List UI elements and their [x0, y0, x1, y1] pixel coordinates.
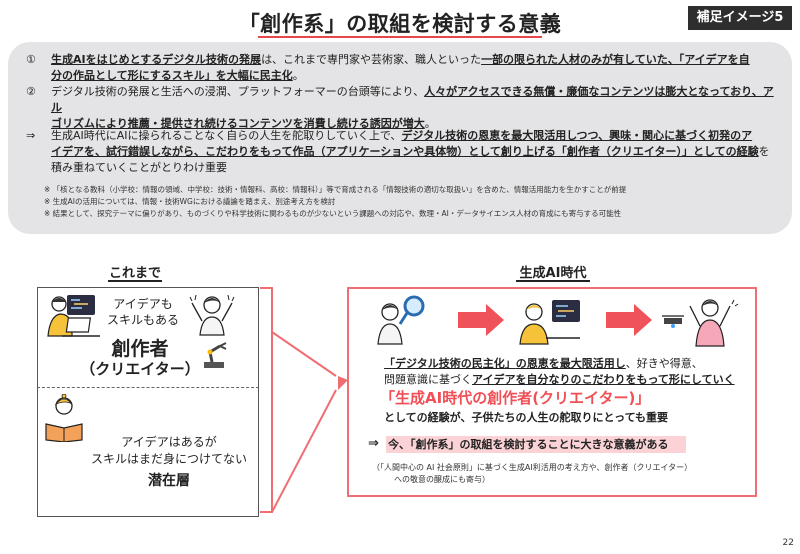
before-box-divider: [37, 387, 259, 388]
conclusion-highlight: 今、「創作系」の取組を検討することに大きな意義がある: [386, 436, 686, 453]
note-1: ※ 「核となる教科（小学校：情報の領域、中学校：技術・情報科、高校：情報科）」等…: [44, 185, 627, 194]
heading-before: これまで: [108, 266, 161, 281]
robot-arm-icon: [204, 342, 227, 368]
notes: ※ 「核となる教科（小学校：情報の領域、中学校：技術・情報科、高校：情報科）」等…: [44, 184, 784, 220]
point-1: ① 生成AIをはじめとするデジタル技術の発展は、これまで専門家や芸術家、職人とい…: [26, 52, 782, 86]
child-magnifier-illustration: [377, 295, 425, 345]
conclusion-arrow: ⇒: [368, 436, 379, 451]
right-arrow-2: [606, 304, 652, 336]
point-3-arrow: ⇒: [26, 129, 36, 142]
point-2: ② デジタル技術の発展と生活への浸潤、プラットフォーマーの台頭等により、人々がア…: [26, 84, 782, 130]
point-1-text: 生成AIをはじめとするデジタル技術の発展は、これまで専門家や芸術家、職人といった…: [51, 53, 750, 82]
supplement-badge: 補足イメージ5: [688, 6, 792, 30]
person-laptop-illustration: [47, 296, 100, 337]
point-3-text: 生成AI時代にAIに操られることなく自らの人生を舵取りしていく上で、デジタル技術…: [51, 129, 770, 174]
child-reading-illustration: [45, 394, 83, 442]
page-title: 「創作系」の取組を検討する意義: [238, 12, 562, 36]
summary-panel: [8, 42, 792, 234]
right-arrow-1: [458, 304, 504, 336]
cheering-person-illustration: [189, 294, 235, 336]
page-number: 22: [782, 538, 794, 548]
point-2-number: ②: [26, 85, 36, 98]
point-2-text: デジタル技術の発展と生活への浸潤、プラットフォーマーの台頭等により、人々がアクセ…: [51, 85, 774, 130]
latent-desc: アイデアはあるが スキルはまだ身につけてない: [90, 435, 247, 466]
ai-era-creator-title: 「生成AI時代の創作者(クリエイター)」: [380, 389, 651, 407]
transition-arrow: [260, 287, 348, 513]
ai-era-box: [347, 287, 757, 497]
heading-before-underline: [108, 280, 162, 282]
child-drone-illustration: [662, 299, 739, 347]
child-coding-illustration: [519, 300, 580, 345]
ai-era-line-2: 問題意識に基づくアイデアを自分なりのこだわりをもって形にしていく: [384, 373, 735, 386]
note-2: ※ 生成AIの活用については、情報・技術WGにおける議論を踏まえ、別途考え方を検…: [44, 197, 336, 206]
heading-ai-era-underline: [516, 280, 590, 282]
ai-era-line-1: 「デジタル技術の民主化」の恩恵を最大限活用し、好きや得意、: [384, 357, 703, 370]
point-1-number: ①: [26, 53, 36, 66]
heading-ai-era: 生成AI時代: [519, 266, 587, 281]
code-screen-icon: [67, 295, 95, 315]
note-3: ※ 結果として、探究テーマに偏りがあり、ものづくりや科学技術に関わるものが少ない…: [44, 209, 622, 218]
creator-title: 創作者: [111, 338, 169, 360]
latent-title: 潜在層: [148, 473, 190, 489]
point-3: ⇒ 生成AI時代にAIに操られることなく自らの人生を舵取りしていく上で、デジタル…: [26, 128, 782, 178]
ai-era-line-4: としての経験が、子供たちの人生の舵取りにとっても重要: [384, 411, 669, 424]
creator-desc: アイデアも スキルもある: [106, 297, 179, 327]
creator-subtitle: （クリエイター）: [80, 360, 200, 378]
ai-era-footnote: （「人間中心の AI 社会原則」に基づく生成AI利活用の考え方や、創作者（クリエ…: [372, 463, 693, 484]
title-underline: [258, 36, 542, 38]
